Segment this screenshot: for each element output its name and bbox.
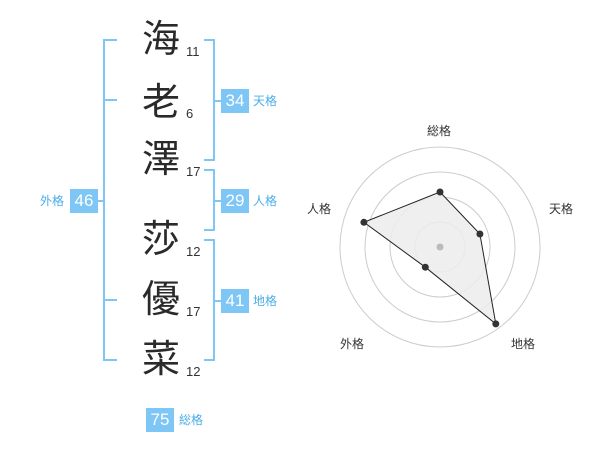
radar-point: [492, 320, 500, 328]
jinkaku-label: 人格: [253, 194, 278, 208]
soukaku-label: 総格: [179, 413, 204, 427]
gaikaku-label: 外格: [40, 194, 65, 208]
stroke-count-3: 17: [186, 164, 201, 179]
radar-center: [436, 243, 444, 251]
stroke-count-1: 11: [186, 44, 200, 59]
tenkaku-value: 34: [221, 89, 249, 113]
gaikaku-value: 46: [70, 189, 98, 213]
tenkaku-label: 天格: [253, 94, 278, 108]
chikaku-value: 41: [221, 289, 249, 313]
name-char-5: 優: [141, 277, 180, 321]
soukaku-value: 75: [146, 408, 174, 432]
radar-point: [421, 263, 429, 271]
radar-label-jinkaku: 人格: [307, 202, 332, 216]
stroke-count-2: 6: [186, 106, 194, 121]
radar-point: [436, 188, 444, 196]
radar-point: [360, 218, 368, 226]
radar-label-gaikaku: 外格: [340, 337, 365, 351]
tenkaku-bracket: [204, 39, 221, 161]
radar-label-chikaku: 地格: [511, 337, 536, 351]
radar-ring: [364, 171, 516, 323]
radar-chart: [339, 146, 541, 348]
jinkaku-bracket: [204, 169, 221, 231]
stroke-count-5: 17: [186, 304, 201, 319]
name-char-2: 老: [141, 80, 180, 124]
radar-ring: [339, 146, 541, 348]
chikaku-label: 地格: [253, 294, 278, 308]
radar-polygon: [362, 191, 497, 326]
name-char-3: 澤: [141, 137, 180, 181]
chikaku-bracket: [204, 239, 221, 361]
stroke-count-6: 12: [186, 364, 201, 379]
radar-point: [476, 230, 484, 238]
name-char-4: 莎: [141, 217, 180, 261]
gaikaku-bracket: [96, 39, 117, 361]
name-char-6: 菜: [141, 337, 180, 381]
stroke-count-4: 12: [186, 244, 201, 259]
jinkaku-value: 29: [221, 189, 249, 213]
radar-label-soukaku: 総格: [427, 124, 452, 138]
name-char-1: 海: [141, 17, 180, 61]
radar-label-tenkaku: 天格: [549, 202, 574, 216]
